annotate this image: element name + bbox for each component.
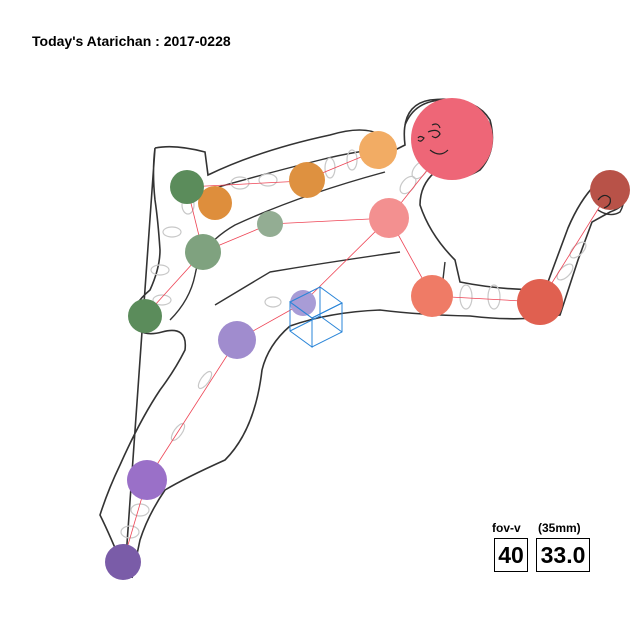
head-joint: [411, 98, 493, 180]
elbow-lower-joint: [185, 234, 221, 270]
chest-joint: [369, 198, 409, 238]
foot-right-joint: [590, 170, 630, 210]
hip-left-joint: [290, 290, 316, 316]
joint-rings: [120, 149, 587, 539]
hand-lower-joint: [128, 299, 162, 333]
focal-length-value-box[interactable]: 33.0: [536, 538, 590, 572]
foot-left-joint: [105, 544, 141, 580]
focal-length-label: (35mm): [538, 521, 581, 535]
fov-value-box[interactable]: 40: [494, 538, 528, 572]
joints: [105, 98, 630, 580]
page-title: Today's Atarichan : 2017-0228: [32, 33, 231, 49]
skeleton-bones: [122, 138, 611, 563]
body-inner-outline: [169, 149, 446, 321]
ankle-left-joint: [127, 460, 167, 500]
face-marks: [417, 123, 611, 209]
shoulder-right-joint: [359, 131, 397, 169]
elbow-upper-joint: [289, 162, 325, 198]
pivot-cube[interactable]: [289, 286, 343, 348]
wrist-upper-joint: [198, 186, 232, 220]
spine-joint: [257, 211, 283, 237]
hand-upper-joint: [170, 170, 204, 204]
fov-label: fov-v: [492, 521, 521, 535]
knee-left-joint: [218, 321, 256, 359]
knee-right-joint: [517, 279, 563, 325]
hip-right-joint: [411, 275, 453, 317]
body-outline: [99, 98, 627, 579]
